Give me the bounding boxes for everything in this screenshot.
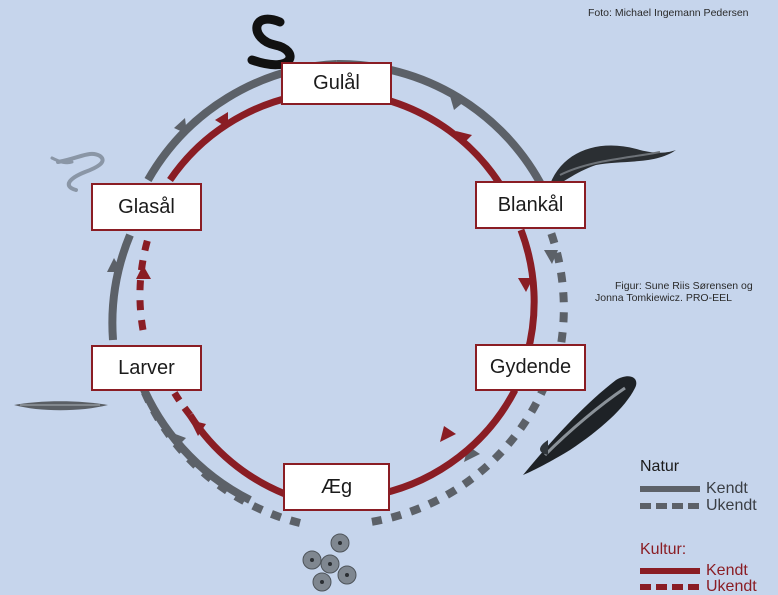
kultur-gydende-to-aeg <box>380 390 515 494</box>
arrowhead <box>440 426 456 442</box>
larva-photo <box>14 401 108 410</box>
eggs-photo <box>303 534 356 591</box>
stage-aeg: Æg <box>283 463 390 511</box>
legend-kultur-title: Kultur: <box>640 541 686 559</box>
legend-natur-title: Natur <box>640 458 679 476</box>
stage-larver: Larver <box>91 345 202 391</box>
kultur-aeg-to-larver-solid <box>190 415 285 494</box>
stage-gulaal: Gulål <box>281 62 392 105</box>
yellow-eel-photo <box>252 19 290 65</box>
legend-natur-known-label: Kendt <box>706 481 748 497</box>
legend-natur-known: Kendt <box>640 481 748 497</box>
legend-dashed-grey-line <box>640 503 700 509</box>
legend-kultur-unknown-label: Ukendt <box>706 579 757 595</box>
figure-credit-line1: Figur: Sune Riis Sørensen og <box>615 280 753 292</box>
natur-cycle <box>112 64 563 523</box>
kultur-larver-to-glasaal <box>140 232 150 330</box>
legend-solid-grey-line <box>640 486 700 492</box>
stage-gydende: Gydende <box>475 344 586 391</box>
kultur-blankaal-to-gydende <box>521 230 534 355</box>
legend-natur-unknown: Ukendt <box>640 498 757 514</box>
legend-kultur-known-label: Kendt <box>706 563 748 579</box>
stage-blankaal: Blankål <box>475 181 586 229</box>
natur-larver-to-glasaal <box>112 235 130 340</box>
figure-credit-line2: Jonna Tomkiewicz. PRO-EEL <box>595 292 732 304</box>
legend-dashed-red-line <box>640 584 700 590</box>
legend-kultur-unknown: Ukendt <box>640 579 757 595</box>
legend-solid-red-line <box>640 568 700 574</box>
arrowhead <box>136 265 151 279</box>
kultur-arrowheads <box>136 112 533 442</box>
legend-natur-unknown-label: Ukendt <box>706 498 757 514</box>
natur-gydende-to-aeg <box>364 385 545 523</box>
legend-kultur-known: Kendt <box>640 563 748 579</box>
kultur-glasaal-to-gulaal <box>170 92 337 180</box>
stage-glasaal: Glasål <box>91 183 202 231</box>
natur-aeg-to-larver-solid <box>138 375 250 500</box>
photo-credit: Foto: Michael Ingemann Pedersen <box>588 7 749 19</box>
natur-arrowheads <box>107 96 558 462</box>
